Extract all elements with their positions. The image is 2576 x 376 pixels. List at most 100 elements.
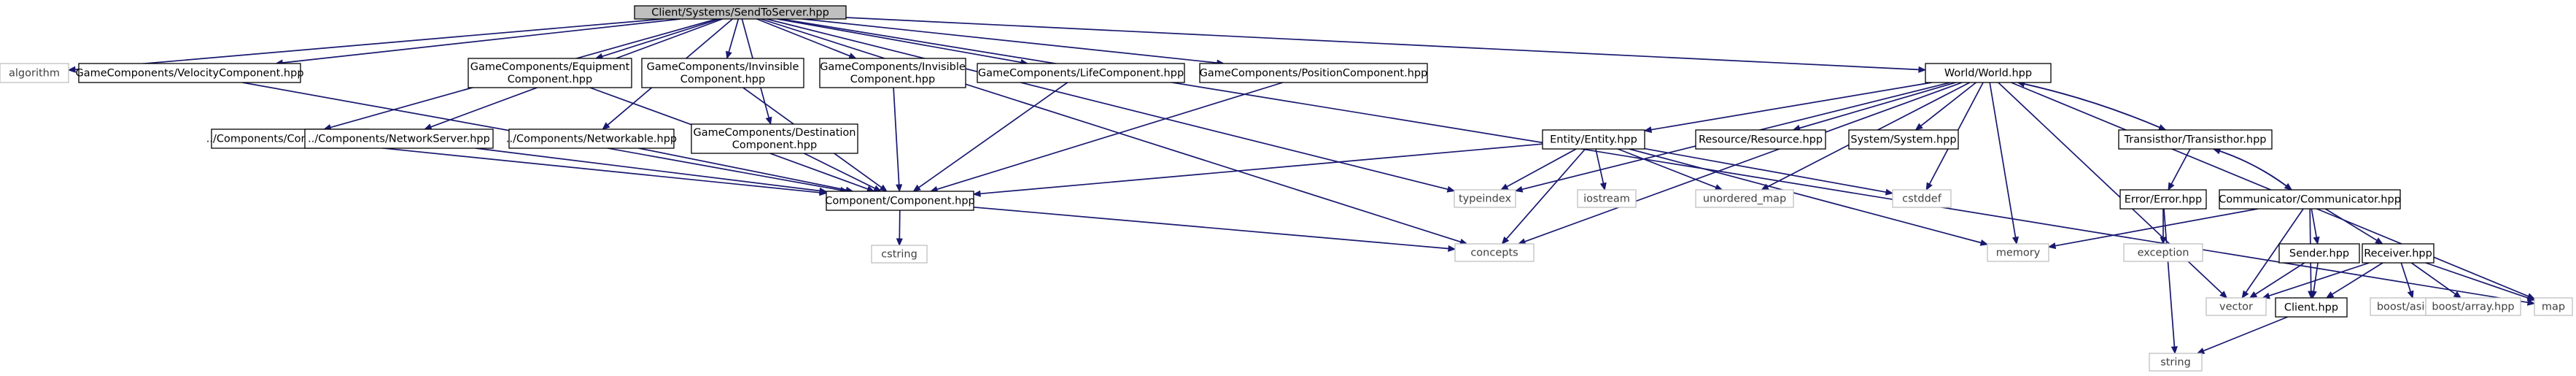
node-label: unordered_map xyxy=(1703,193,1786,205)
edge-entity-entity-hpp-to-concepts xyxy=(1501,148,1586,245)
arrowhead-icon xyxy=(2313,236,2320,245)
node-client-systems-sendtoserver-hpp[interactable]: Client/Systems/SendToServer.hpp xyxy=(634,5,847,20)
node-label: GameComponents/LifeComponent.hpp xyxy=(978,68,1184,80)
edge-line xyxy=(973,206,1449,250)
edge-line xyxy=(1506,148,1577,188)
edge-communicator-communicator-hpp-to-sender-hpp xyxy=(2311,208,2320,245)
node-box xyxy=(468,58,632,88)
arrowhead-icon xyxy=(1885,188,1894,196)
edge-line xyxy=(2400,262,2412,292)
node-gamecomponents-velocitycomponent-hpp[interactable]: GameComponents/VelocityComponent.hpp xyxy=(75,63,304,83)
node-box xyxy=(2278,243,2360,264)
node-box xyxy=(2275,297,2348,318)
node-entity-entity-hpp[interactable]: Entity/Entity.hpp xyxy=(1542,129,1645,150)
node-label: GameComponents/PositionComponent.hpp xyxy=(1200,68,1428,80)
node-transisthor-transisthor-hpp[interactable]: Transisthor/Transisthor.hpp xyxy=(2118,129,2273,150)
node-system-system-hpp[interactable]: System/System.hpp xyxy=(1848,129,1959,150)
arrowhead-icon xyxy=(2325,291,2335,299)
edge-sender-hpp-to-vector xyxy=(2249,262,2305,299)
node-components-networkserver-hpp[interactable]: ../Components/NetworkServer.hpp xyxy=(304,128,494,149)
node-client-hpp[interactable]: Client.hpp xyxy=(2275,297,2348,318)
edge-line xyxy=(918,82,1068,188)
arrowhead-icon xyxy=(2453,291,2462,299)
node-box xyxy=(1892,189,1952,208)
edge-components-controllable-hpp-to-component-component-hpp xyxy=(368,146,828,196)
node-error-error-hpp[interactable]: Error/Error.hpp xyxy=(2119,189,2207,210)
node-label: concepts xyxy=(1470,248,1518,259)
node-label: Component.hpp xyxy=(680,74,765,85)
arrowhead-icon xyxy=(912,184,921,192)
node-label: ../Components/Networkable.hpp xyxy=(506,134,677,145)
edge-line xyxy=(368,146,820,193)
node-box xyxy=(1199,63,1428,83)
node-receiver-hpp[interactable]: Receiver.hpp xyxy=(2362,243,2435,264)
arrowhead-icon xyxy=(1643,126,1653,134)
arrowhead-icon xyxy=(2168,182,2175,191)
node-resource-resource-hpp[interactable]: Resource/Resource.hpp xyxy=(1695,129,1826,150)
node-label: Transisthor/Transisthor.hpp xyxy=(2124,134,2267,146)
node-world-world-hpp[interactable]: World/World.hpp xyxy=(1925,63,2052,83)
edge-client-systems-sendtoserver-hpp-to-gamecomponents-equipment-component-hpp xyxy=(594,18,720,60)
node-component-component-hpp[interactable]: Component/Component.hpp xyxy=(825,191,975,211)
node-box xyxy=(1695,189,1794,208)
edge-world-world-hpp-to-vector xyxy=(1998,82,2228,299)
edge-communicator-communicator-hpp-to-memory xyxy=(2047,208,2258,250)
arrowhead-icon xyxy=(879,184,888,192)
node-box xyxy=(826,191,974,211)
edge-line xyxy=(2055,208,2258,247)
node-label: System/System.hpp xyxy=(1850,134,1956,146)
edge-client-hpp-to-string xyxy=(2196,316,2289,354)
arrowhead-icon xyxy=(2310,290,2317,299)
arrowhead-icon xyxy=(2011,236,2019,245)
edge-line xyxy=(1629,148,1982,244)
node-cstring: cstring xyxy=(871,245,928,264)
node-communicator-communicator-hpp[interactable]: Communicator/Communicator.hpp xyxy=(2219,189,2401,210)
node-gamecomponents-positioncomponent-hpp[interactable]: GameComponents/PositionComponent.hpp xyxy=(1199,63,1428,83)
node-box xyxy=(2119,189,2207,210)
node-label: ../Components/NetworkServer.hpp xyxy=(308,134,490,145)
edge-line xyxy=(2170,148,2191,185)
node-box xyxy=(0,63,69,83)
edge-line xyxy=(1998,82,2223,294)
node-label: Component/Component.hpp xyxy=(825,196,974,207)
edge-line xyxy=(756,18,850,57)
edge-client-systems-sendtoserver-hpp-to-algorithm xyxy=(67,18,664,73)
arrowhead-icon xyxy=(765,116,772,126)
edge-components-networkserver-hpp-to-component-component-hpp xyxy=(475,147,828,194)
node-box xyxy=(1925,63,2052,83)
node-sender-hpp[interactable]: Sender.hpp xyxy=(2278,243,2360,264)
node-components-networkable-hpp[interactable]: ../Components/Networkable.hpp xyxy=(506,128,677,149)
edge-line xyxy=(1989,82,2017,238)
edge-line xyxy=(845,17,1920,71)
edge-world-world-hpp-to-system-system-hpp xyxy=(1914,82,1976,131)
arrowhead-icon xyxy=(2160,237,2167,245)
arrowhead-icon xyxy=(67,66,76,73)
node-box xyxy=(1454,243,1535,262)
node-string: string xyxy=(2149,353,2203,372)
node-label: World/World.hpp xyxy=(1944,68,2032,80)
arrowhead-icon xyxy=(1714,184,1723,191)
edge-gamecomponents-lifecomponent-hpp-to-component-component-hpp xyxy=(912,82,1068,192)
node-box xyxy=(2205,297,2267,316)
node-box xyxy=(634,5,847,20)
edge-line xyxy=(2311,208,2318,238)
node-box xyxy=(2219,189,2401,210)
arrowhead-icon xyxy=(1514,185,1524,193)
node-box xyxy=(2362,243,2435,264)
node-label: Component.hpp xyxy=(508,74,592,85)
node-box xyxy=(2118,129,2273,150)
edge-line xyxy=(1799,82,1956,129)
node-label: Component.hpp xyxy=(732,139,817,151)
node-box xyxy=(1987,243,2049,262)
node-label: GameComponents/Invisible xyxy=(820,61,966,73)
arrowhead-icon xyxy=(1501,236,1510,245)
edge-communicator-communicator-hpp-to-receiver-hpp xyxy=(2324,208,2383,245)
node-box xyxy=(1454,189,1516,208)
node-gamecomponents-lifecomponent-hpp[interactable]: GameComponents/LifeComponent.hpp xyxy=(977,63,1185,83)
edge-line xyxy=(777,18,1022,64)
